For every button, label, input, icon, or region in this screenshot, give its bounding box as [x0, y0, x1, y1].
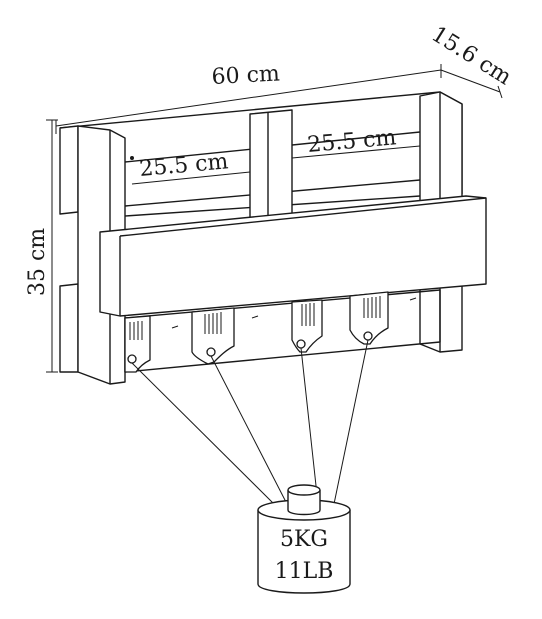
left-compartment-marker	[130, 156, 134, 160]
height-label: 35 cm	[25, 228, 50, 296]
weight-knob-top	[287, 484, 321, 496]
compartment-dimensions	[130, 145, 421, 185]
load-line-2	[210, 355, 288, 505]
left-back-stile-upper	[59, 125, 79, 215]
load-line-3	[300, 347, 319, 505]
hook-4-plate	[349, 291, 389, 345]
hook-3-screw	[296, 339, 306, 349]
hook-2	[191, 307, 235, 365]
load-line-4	[333, 339, 369, 505]
width-label: 60 cm	[211, 61, 281, 90]
weight-body	[257, 510, 351, 594]
hook-1-teeth	[129, 321, 143, 340]
depth-label: 15.6 cm	[427, 22, 516, 91]
load-line-1	[131, 362, 275, 505]
middle-divider	[249, 109, 293, 231]
right-compartment-label: 25.5 cm	[306, 125, 397, 158]
depth-dimension	[440, 69, 503, 99]
front-rail	[99, 195, 487, 317]
hook-2-screw	[206, 347, 216, 357]
hook-4-teeth	[363, 296, 381, 318]
hook-3	[291, 299, 323, 353]
hook-1	[124, 315, 151, 373]
hook-2-teeth	[204, 312, 222, 334]
hook-1-screw	[127, 354, 137, 364]
width-dimension-line	[55, 69, 442, 127]
hook-small-marks	[171, 297, 417, 329]
hook-3-teeth	[301, 303, 315, 326]
height-dimension	[46, 119, 58, 373]
right-compartment-dimension-line	[291, 145, 421, 159]
shelf	[59, 91, 487, 385]
hook-4	[349, 291, 389, 345]
depth-dimension-tick	[497, 85, 503, 99]
depth-dimension-line	[440, 69, 501, 93]
left-compartment-label: 25.5 cm	[138, 149, 229, 182]
weight	[257, 484, 351, 594]
front-rail-top-edge	[119, 197, 487, 237]
load-lines	[131, 339, 369, 505]
weight-knob	[287, 490, 321, 516]
left-compartment-dimension-line	[131, 171, 251, 185]
left-back-stile-lower	[59, 283, 79, 373]
width-dimension	[55, 64, 442, 134]
weight-kg-label: 5KG	[280, 527, 328, 552]
hook-4-screw	[363, 331, 373, 341]
weight-lb-label: 11LB	[275, 559, 334, 584]
